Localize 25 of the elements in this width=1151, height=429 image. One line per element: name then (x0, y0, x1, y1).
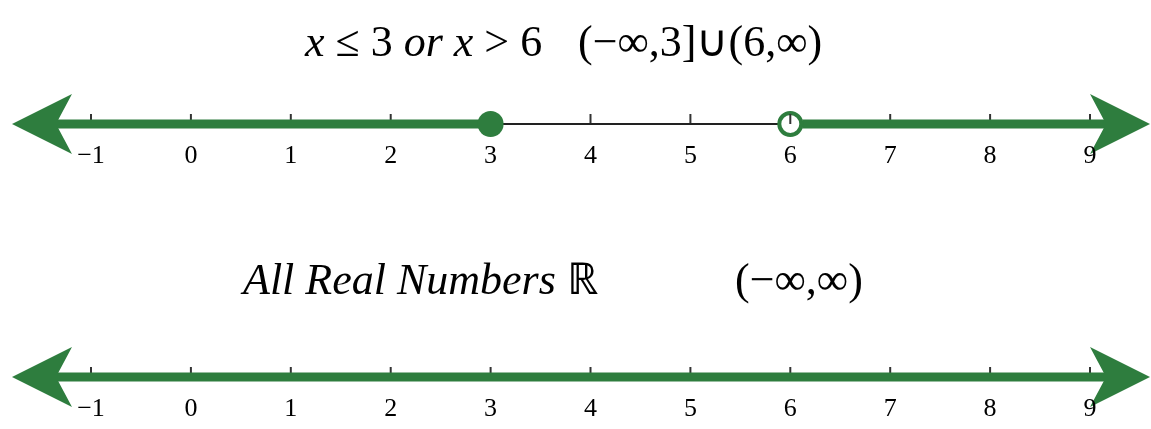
tick-label: 9 (1083, 142, 1097, 168)
interval-notation: (−∞,3]∪(6,∞) (578, 20, 823, 64)
tick-label: −1 (77, 142, 105, 168)
tick-label: −1 (77, 395, 105, 421)
tick-label: 4 (584, 142, 597, 168)
tick-label: 8 (983, 142, 997, 168)
tick-label: 6 (783, 395, 797, 421)
tick-label: 4 (584, 395, 597, 421)
tick-label: 7 (883, 395, 897, 421)
tick-label: 2 (384, 142, 398, 168)
tick-label: 0 (184, 142, 198, 168)
tick-label: 0 (184, 395, 198, 421)
tick-label: 1 (284, 142, 298, 168)
tick-label: 7 (883, 142, 897, 168)
tick-label: 5 (683, 142, 697, 168)
tick-label: 5 (683, 395, 697, 421)
tick-label: 9 (1083, 395, 1097, 421)
tick-label: 2 (384, 395, 398, 421)
tick-label: 3 (484, 395, 498, 421)
inequality-text: x ≤ 3 or x > 6 (305, 20, 543, 64)
tick-label: 3 (484, 142, 498, 168)
tick-label: 8 (983, 395, 997, 421)
tick-label: 1 (284, 395, 298, 421)
interval-notation: (−∞,∞) (735, 258, 863, 302)
tick-label: 6 (783, 142, 797, 168)
